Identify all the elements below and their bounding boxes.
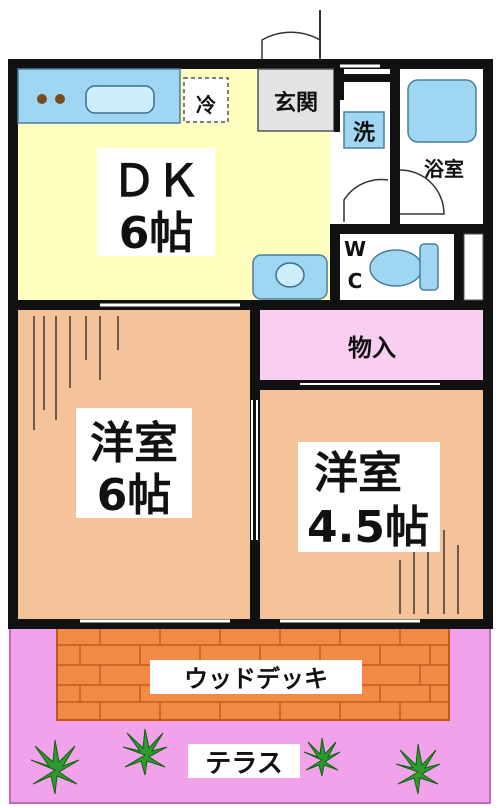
door-swing-icon <box>343 178 389 222</box>
storage-label: 物入 <box>348 334 396 362</box>
washer-label: 洗 <box>353 121 375 146</box>
western-right-label-bg <box>298 442 440 552</box>
closet-lines <box>399 530 459 614</box>
entrance-area <box>257 68 335 132</box>
plant-icon <box>395 743 441 795</box>
western-left-label-bg <box>76 408 192 518</box>
toilet-icon <box>369 243 439 291</box>
refrigerator-label: 冷 <box>196 93 216 117</box>
plant-icon <box>303 737 341 777</box>
terrace-label-bg <box>188 744 300 778</box>
door-swing-icon <box>261 31 321 64</box>
western-right-size: 4.5帖 <box>307 502 429 553</box>
closet-lines <box>33 316 119 430</box>
western-right-name: 洋室 <box>314 448 402 499</box>
wc-side-closet <box>463 233 484 301</box>
storage-room <box>260 310 483 380</box>
bathtub-icon <box>407 79 477 143</box>
terrace-label: テラス <box>205 749 282 779</box>
western-left-size: 6帖 <box>97 470 172 521</box>
sink-icon <box>85 85 155 114</box>
door-swing-icon <box>399 169 445 215</box>
dk-label-bg <box>97 148 215 256</box>
wc-label-w: W <box>344 237 366 261</box>
wc-label-c: C <box>348 269 363 293</box>
dk-size: 6帖 <box>119 208 194 259</box>
dk-name: ＤＫ <box>112 156 200 207</box>
wood-deck-label-bg <box>150 660 362 694</box>
washer-icon <box>343 111 385 149</box>
plant-icon <box>122 728 168 776</box>
entrance-label: 玄関 <box>274 90 318 116</box>
stove-burner-icon <box>37 94 47 104</box>
bath-label: 浴室 <box>424 157 464 181</box>
wood-deck-label: ウッドデッキ <box>184 665 328 693</box>
stove-burner-icon <box>55 94 65 104</box>
bath-label-bg <box>412 150 476 184</box>
refrigerator-icon <box>183 77 229 123</box>
plant-icon <box>30 739 80 795</box>
western-left-name: 洋室 <box>90 418 178 469</box>
